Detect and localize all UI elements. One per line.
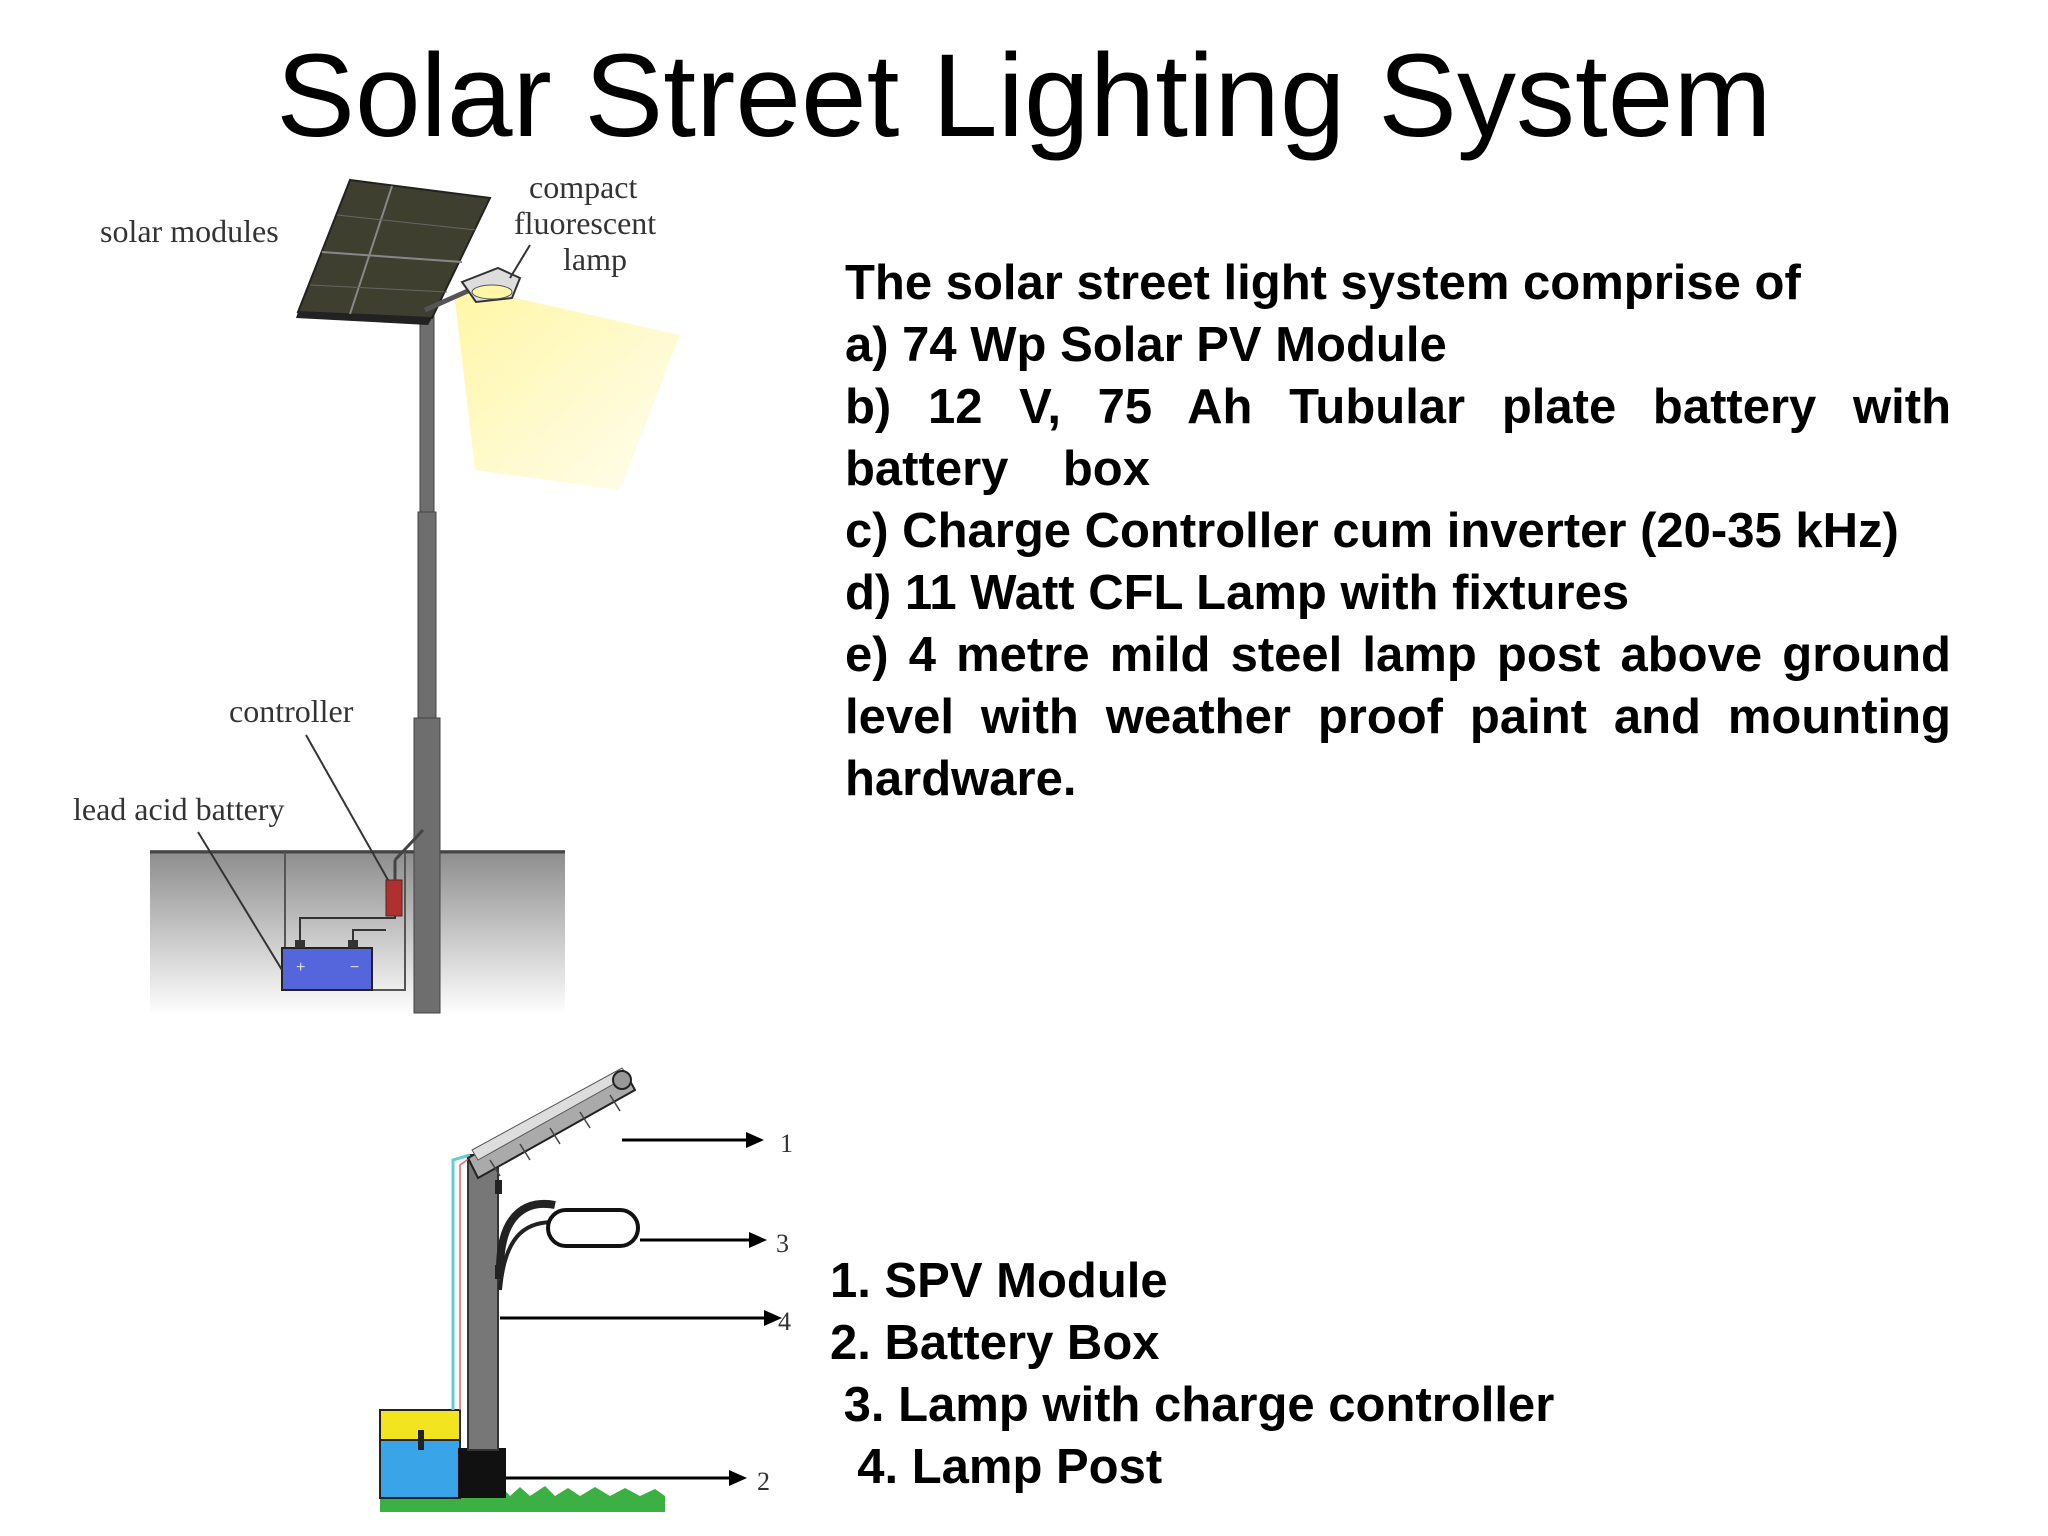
legend-item-1: 1. SPV Module bbox=[830, 1254, 1168, 1308]
system-description: The solar street light system comprise o… bbox=[845, 252, 1951, 810]
compact-lamp-leader-line bbox=[509, 244, 531, 279]
battery-box-latch bbox=[418, 1430, 424, 1450]
callout-arrow-1 bbox=[622, 1132, 764, 1148]
compact-label-line1: compact bbox=[529, 169, 638, 205]
compact-label-line2: fluorescent bbox=[514, 205, 656, 241]
callout-arrow-2 bbox=[506, 1470, 747, 1486]
solar-panel bbox=[296, 178, 492, 325]
lead-acid-battery-label: lead acid battery bbox=[73, 791, 284, 827]
cable-cyan bbox=[451, 1153, 471, 1410]
lamp-pole-middle bbox=[417, 511, 437, 723]
compact-label-line3: lamp bbox=[563, 241, 627, 277]
callout-number-2: 2 bbox=[757, 1467, 770, 1496]
battery-leader-line bbox=[197, 831, 283, 971]
controller-label: controller bbox=[229, 693, 354, 729]
spv-module bbox=[466, 1067, 637, 1180]
solar-modules-label: solar modules bbox=[100, 213, 279, 249]
page-title: Solar Street Lighting System bbox=[276, 30, 1772, 162]
lamp-pole-upper bbox=[419, 299, 435, 516]
post-bracket-1 bbox=[495, 1180, 502, 1194]
lamp-fixture bbox=[546, 1208, 640, 1248]
callout-number-3: 3 bbox=[776, 1229, 789, 1258]
battery-terminal-left bbox=[295, 940, 305, 948]
callout-number-1: 1 bbox=[780, 1129, 793, 1158]
lead-acid-battery-box bbox=[281, 947, 373, 991]
description-item-e: e) 4 metre mild steel lamp post above gr… bbox=[845, 628, 1951, 806]
callout-arrow-3 bbox=[640, 1232, 767, 1248]
battery-terminal-right bbox=[348, 940, 358, 948]
svg-text:−: − bbox=[350, 959, 359, 976]
callout-number-4: 4 bbox=[778, 1307, 791, 1336]
description-item-a: a) 74 Wp Solar PV Module bbox=[845, 318, 1447, 372]
description-item-b-line1: b) 12 V, 75 Ah Tubular plate battery wit… bbox=[845, 380, 1951, 434]
top-street-light-diagram: + − solar modules compact fluorescent la… bbox=[73, 169, 680, 1015]
controller-wire bbox=[393, 828, 425, 862]
cfl-lamp-head bbox=[460, 266, 522, 304]
description-item-d: d) 11 Watt CFL Lamp with fixtures bbox=[845, 566, 1630, 620]
description-item-b-line2: battery box bbox=[845, 442, 1150, 496]
legend-item-2: 2. Battery Box bbox=[830, 1316, 1160, 1370]
description-intro: The solar street light system comprise o… bbox=[845, 256, 1801, 310]
controller-box bbox=[385, 879, 403, 917]
post-bracket-2 bbox=[495, 1265, 502, 1279]
component-legend: 1. SPV Module 2. Battery Box 3. Lamp wit… bbox=[830, 1250, 1554, 1498]
legend-item-3: 3. Lamp with charge controller bbox=[830, 1378, 1555, 1432]
bottom-street-light-diagram: 1 3 4 2 bbox=[379, 1067, 793, 1512]
lamp-arm-curve bbox=[496, 1199, 556, 1271]
lamp-post bbox=[467, 1154, 499, 1451]
grass bbox=[380, 1484, 665, 1512]
lamp-pole-lower bbox=[413, 717, 441, 1014]
light-cone bbox=[455, 288, 680, 490]
description-item-c: c) Charge Controller cum inverter (20-35… bbox=[845, 504, 1899, 558]
callout-arrow-4 bbox=[500, 1310, 782, 1326]
lamp-arm bbox=[423, 287, 472, 313]
pole-base bbox=[458, 1448, 506, 1498]
battery-cable bbox=[299, 916, 396, 940]
svg-text:+: + bbox=[296, 959, 305, 976]
legend-item-4: 4. Lamp Post bbox=[830, 1440, 1163, 1494]
controller-leader-line bbox=[305, 734, 389, 881]
